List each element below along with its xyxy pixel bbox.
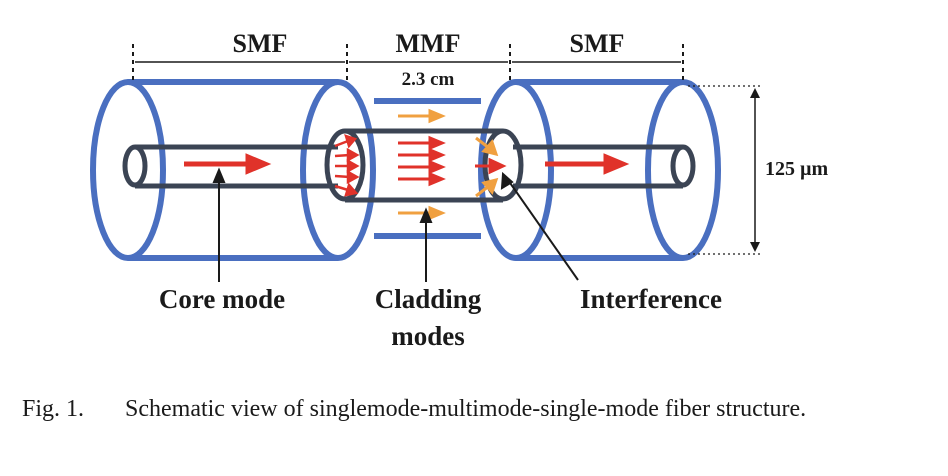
figure-number: Fig. 1. (22, 396, 85, 422)
mmf-label: MMF (396, 29, 461, 58)
diameter-dimension (688, 85, 760, 255)
core-mode-label: Core mode (159, 284, 285, 314)
interference-label: Interference (580, 284, 722, 314)
smf-right-label: SMF (570, 29, 625, 58)
diameter-label: 125 µm (765, 158, 829, 180)
mmf-cladding (374, 98, 481, 239)
core-mode-arrows (184, 153, 630, 175)
interference-arrows (475, 136, 507, 198)
annotation-pointers (212, 167, 579, 282)
mmf-core (324, 128, 524, 203)
figure-caption-text: Schematic view of singlemode-multimode-s… (125, 396, 807, 422)
mmf-length-label: 2.3 cm (402, 69, 455, 90)
mmf-core-mode-arrows (398, 135, 446, 187)
fiber-structure-diagram: SMF MMF SMF 2.3 cm 125 µm Core mode Clad… (90, 29, 829, 351)
cladding-mode-arrows (398, 108, 446, 221)
smf-left-label: SMF (233, 29, 288, 58)
figure-caption: Fig. 1. Schematic view of singlemode-mult… (22, 396, 942, 423)
right-smf-cladding (478, 79, 721, 261)
left-smf-cladding (90, 79, 376, 261)
section-markers (132, 44, 684, 84)
splice-in-arrows (334, 134, 360, 197)
right-smf-core (513, 144, 696, 189)
cladding-modes-label-line2: modes (391, 321, 465, 351)
left-smf-core (122, 144, 338, 189)
cladding-modes-label-line1: Cladding (375, 284, 482, 314)
